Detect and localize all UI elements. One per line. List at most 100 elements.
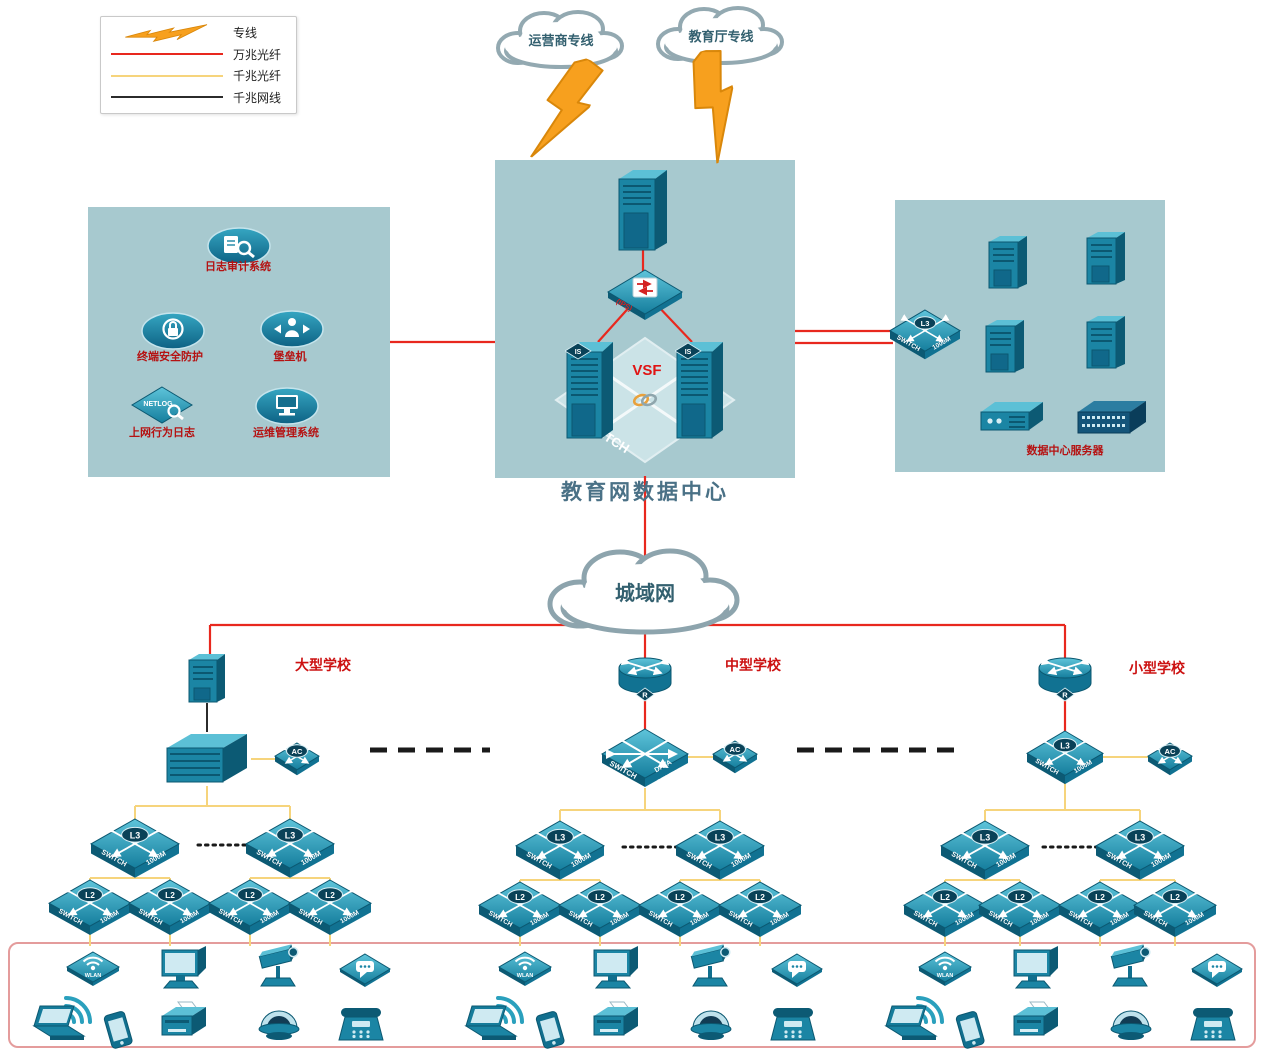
legend-item-10g-fiber: 万兆光纤 [109, 44, 288, 65]
wireless-ap: WLAN [497, 950, 553, 988]
laptop-device [30, 1004, 88, 1046]
label-terminal-security: 终端安全防护 [137, 351, 203, 363]
wireless-controller-ac: AC [711, 739, 759, 775]
voice-terminal [338, 952, 392, 988]
cloud-carrier-label: 运营商专线 [528, 33, 593, 48]
desktop-pc [1010, 944, 1066, 992]
legend-label: 千兆网线 [233, 90, 282, 105]
voice-terminal [1190, 952, 1244, 988]
svg-text:L2: L2 [1015, 892, 1025, 902]
svg-text:L2: L2 [940, 892, 950, 902]
storage-array [979, 398, 1045, 434]
label-bastion-host: 堡垒机 [273, 351, 307, 363]
school-name-small: 小型学校 [1129, 660, 1185, 676]
ptz-camera [682, 944, 738, 990]
lightning-bolt-education [692, 50, 734, 165]
printer-device [156, 1000, 212, 1044]
ip-phone [334, 1004, 388, 1044]
school-router: R [1036, 654, 1094, 702]
svg-text:WLAN: WLAN [517, 973, 534, 979]
lightning-sample [109, 23, 225, 43]
svg-text:L2: L2 [85, 890, 95, 900]
firewall-gateway [617, 166, 669, 252]
smartphone-device [948, 1010, 992, 1052]
svg-text:L3: L3 [1060, 741, 1070, 750]
laptop-device [882, 1004, 940, 1046]
stack-dotted-links [196, 843, 1099, 849]
cloud-man: 城域网 [547, 548, 740, 635]
school-server [187, 650, 227, 704]
svg-text:WLAN: WLAN [85, 973, 102, 979]
legend-label: 万兆光纤 [233, 47, 282, 62]
ptz-camera [250, 944, 306, 990]
svg-text:L3: L3 [555, 832, 565, 842]
svg-text:L2: L2 [1170, 892, 1180, 902]
printer-device [588, 1000, 644, 1044]
cloud-carrier-line: 运营商专线 [496, 10, 624, 69]
svg-text:R: R [1062, 691, 1068, 700]
cloud-education-line: 教育厅专线 [656, 6, 784, 65]
svg-text:L2: L2 [165, 890, 175, 900]
datacenter-server [1085, 228, 1127, 286]
dome-camera [256, 1002, 302, 1044]
svg-text:L2: L2 [515, 892, 525, 902]
datacenter-server [987, 232, 1029, 290]
red-line-sample [109, 53, 225, 56]
printer-device [1008, 1000, 1064, 1044]
svg-text:L3: L3 [980, 832, 990, 842]
desktop-pc [158, 944, 214, 992]
lightning-bolt-carrier [529, 58, 604, 158]
svg-text:L3: L3 [1135, 832, 1145, 842]
svg-text:L3: L3 [130, 830, 140, 840]
svg-text:NETLOG: NETLOG [143, 401, 173, 408]
svg-text:L2: L2 [675, 892, 685, 902]
netlog-icon: NETLOG [130, 384, 194, 428]
label-netlog: 上网行为日志 [129, 427, 195, 439]
svg-text:L2: L2 [245, 890, 255, 900]
legend-label: 千兆光纤 [233, 69, 282, 84]
ptz-camera [1102, 944, 1158, 990]
datacenter-title: 教育网数据中心 [561, 480, 729, 504]
datacenter-server [984, 316, 1026, 374]
svg-text:AC: AC [292, 747, 303, 756]
vsf-label: VSF [632, 362, 662, 379]
svg-text:L3: L3 [921, 319, 930, 328]
svg-text:L3: L3 [715, 832, 725, 842]
wireless-ap: WLAN [65, 950, 121, 988]
legend-item-dedicated-line: 专线 [109, 22, 288, 43]
svg-text:AC: AC [730, 745, 741, 754]
yellow-line-sample [109, 74, 225, 77]
label-ops-management: 运维管理系统 [253, 427, 319, 439]
bastion-host-icon [259, 309, 325, 349]
svg-text:L3: L3 [285, 830, 295, 840]
label-log-audit: 日志审计系统 [205, 261, 271, 273]
svg-text:L2: L2 [325, 890, 335, 900]
ip-phone [1186, 1004, 1240, 1044]
legend-label: 专线 [233, 26, 258, 41]
svg-text:AC: AC [1165, 747, 1176, 756]
server-zone-caption: 数据中心服务器 [1026, 445, 1104, 457]
datacenter-server [1085, 312, 1127, 370]
svg-text:WLAN: WLAN [937, 973, 954, 979]
dome-camera [1108, 1002, 1154, 1044]
svg-text:IS: IS [575, 349, 582, 356]
voice-terminal [770, 952, 824, 988]
core-chassis-switch [163, 728, 251, 784]
school-name-medium: 中型学校 [725, 657, 781, 673]
ips-device: (IPS) [606, 266, 684, 322]
